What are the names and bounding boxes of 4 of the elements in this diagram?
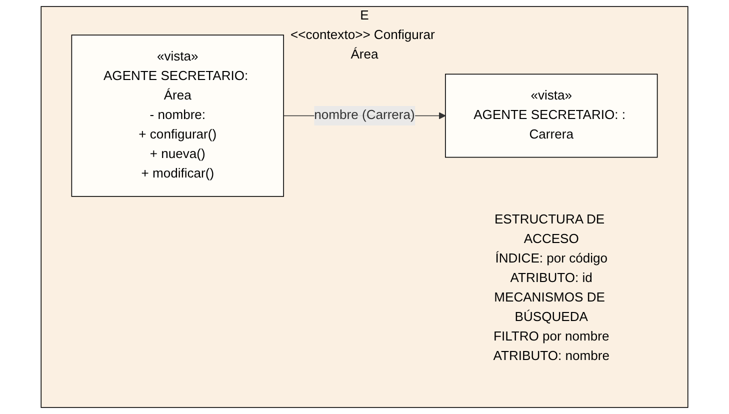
node-box: «vista» AGENTE SECRETARIO: : Carrera	[445, 74, 658, 158]
edge-label: nombre (Carrera)	[314, 108, 415, 122]
node-box: «vista» AGENTE SECRETARIO: Área - nombre: + configurar() + nueva() + modificar()	[71, 34, 284, 197]
node-text: ESTRUCTURA DE ACCESO ÍNDICE: por código ATRIBUTO: id MECANISMOS DE BÚSQUEDA FILTRO por nombre ATRIBUTO: nombre	[493, 212, 610, 364]
